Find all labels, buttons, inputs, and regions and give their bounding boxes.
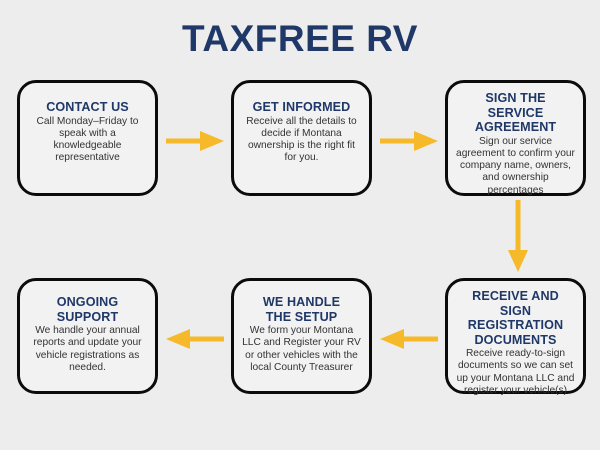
step-title: ONGOING SUPPORT bbox=[56, 295, 119, 324]
page-title: TAXFREE RV bbox=[182, 18, 418, 59]
step-title: GET INFORMED bbox=[252, 100, 351, 114]
arrow-right-icon bbox=[166, 128, 224, 154]
step-title: SIGN THE SERVICE AGREEMENT bbox=[474, 91, 557, 134]
step-body: Call Monday–Friday to speak with a knowl… bbox=[36, 115, 139, 164]
step-box-sign-the-service-agreement[interactable]: SIGN THE SERVICE AGREEMENT Sign our serv… bbox=[445, 80, 586, 196]
step-box-we-handle-the-setup[interactable]: WE HANDLE THE SETUP We form your Montana… bbox=[231, 278, 372, 394]
arrow-left-icon bbox=[166, 326, 224, 352]
step-title: RECEIVE AND SIGN REGISTRATION DOCUMENTS bbox=[467, 289, 564, 347]
step-body: Receive ready-to-sign documents so we ca… bbox=[456, 348, 575, 396]
arrow-left-icon bbox=[380, 326, 438, 352]
step-body: We handle your annual reports and update… bbox=[33, 325, 142, 373]
step-title: WE HANDLE THE SETUP bbox=[262, 295, 341, 324]
step-body: Sign our service agreement to confirm yo… bbox=[456, 135, 575, 196]
arrow-down-icon bbox=[505, 200, 531, 272]
step-body: We form your Montana LLC and Register yo… bbox=[242, 325, 361, 373]
step-box-ongoing-support[interactable]: ONGOING SUPPORT We handle your annual re… bbox=[17, 278, 158, 394]
arrow-right-icon bbox=[380, 128, 438, 154]
step-box-get-informed[interactable]: GET INFORMED Receive all the details to … bbox=[231, 80, 372, 196]
step-title: CONTACT US bbox=[46, 100, 129, 114]
step-box-receive-and-sign-registration-documents[interactable]: RECEIVE AND SIGN REGISTRATION DOCUMENTS … bbox=[445, 278, 586, 396]
step-body: Receive all the details to decide if Mon… bbox=[246, 115, 357, 164]
step-box-contact-us[interactable]: CONTACT US Call Monday–Friday to speak w… bbox=[17, 80, 158, 196]
